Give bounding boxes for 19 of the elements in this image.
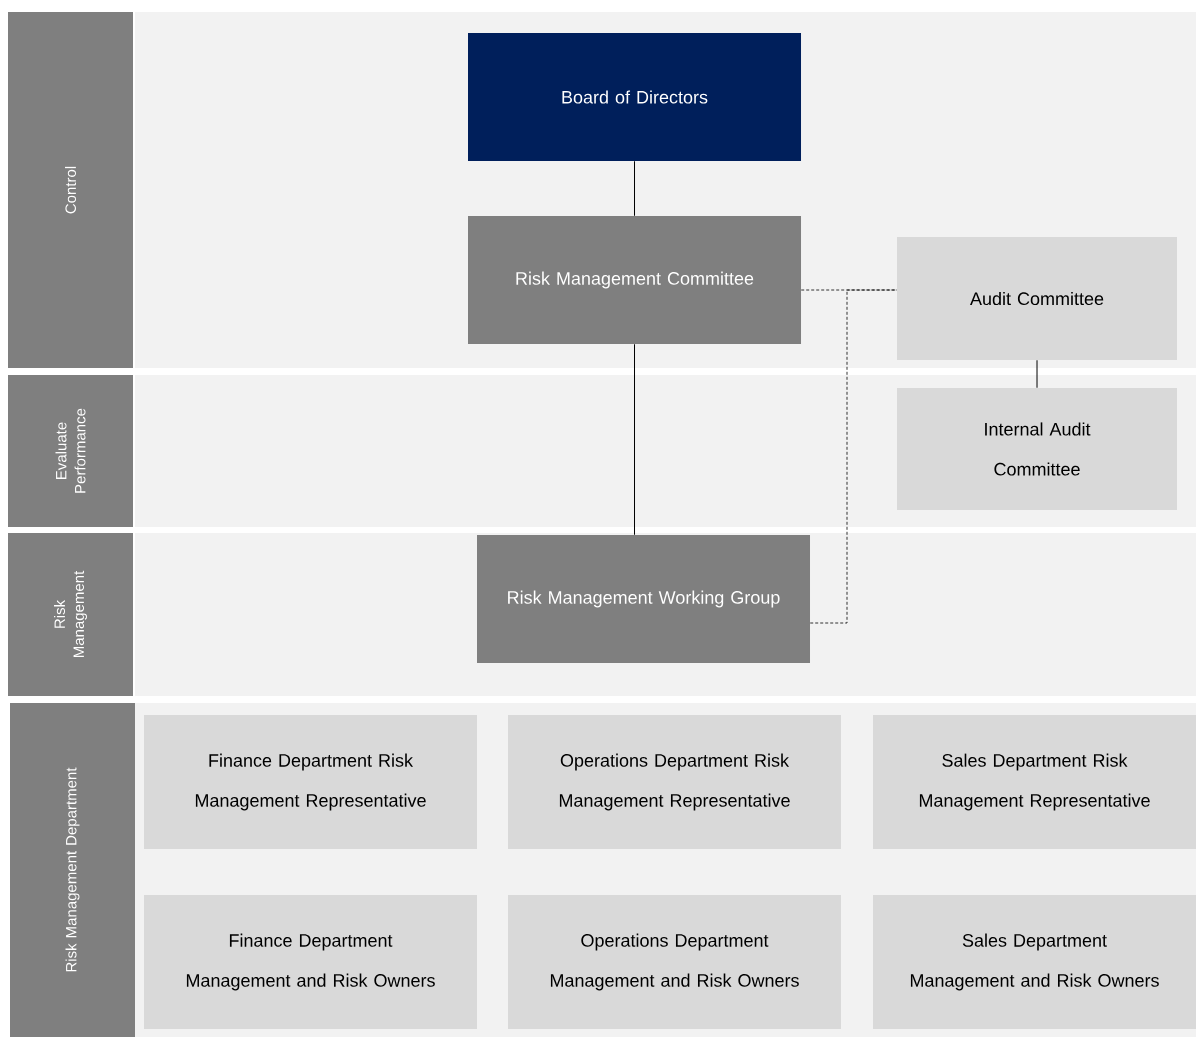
department-box: Sales Department Risk Management Representative [873, 715, 1196, 849]
connector-line [809, 289, 898, 624]
department-box: Sales Department Management and Risk Owners [873, 895, 1196, 1029]
connector-line [634, 160, 635, 217]
committee-box: Audit Committee [897, 237, 1177, 360]
connector-line [1036, 359, 1038, 389]
side-band: Evaluate Performance [8, 375, 133, 527]
working-group-box: Risk Management Working Group [477, 535, 810, 663]
department-box: Finance Department Management and Risk Owners [144, 895, 477, 1029]
department-box: Operations Department Risk Management Representative [508, 715, 841, 849]
connector-line [634, 343, 635, 536]
committee-box: Risk Management Committee [468, 216, 801, 344]
board-box: Board of Directors [468, 33, 801, 161]
side-band: Control [8, 12, 133, 368]
side-band: Risk Management [8, 533, 133, 696]
department-box: Operations Department Management and Risk Owners [508, 895, 841, 1029]
side-band: Risk Management Department [10, 703, 135, 1037]
committee-box: Internal Audit Committee [897, 388, 1177, 510]
department-box: Finance Department Risk Management Representative [144, 715, 477, 849]
